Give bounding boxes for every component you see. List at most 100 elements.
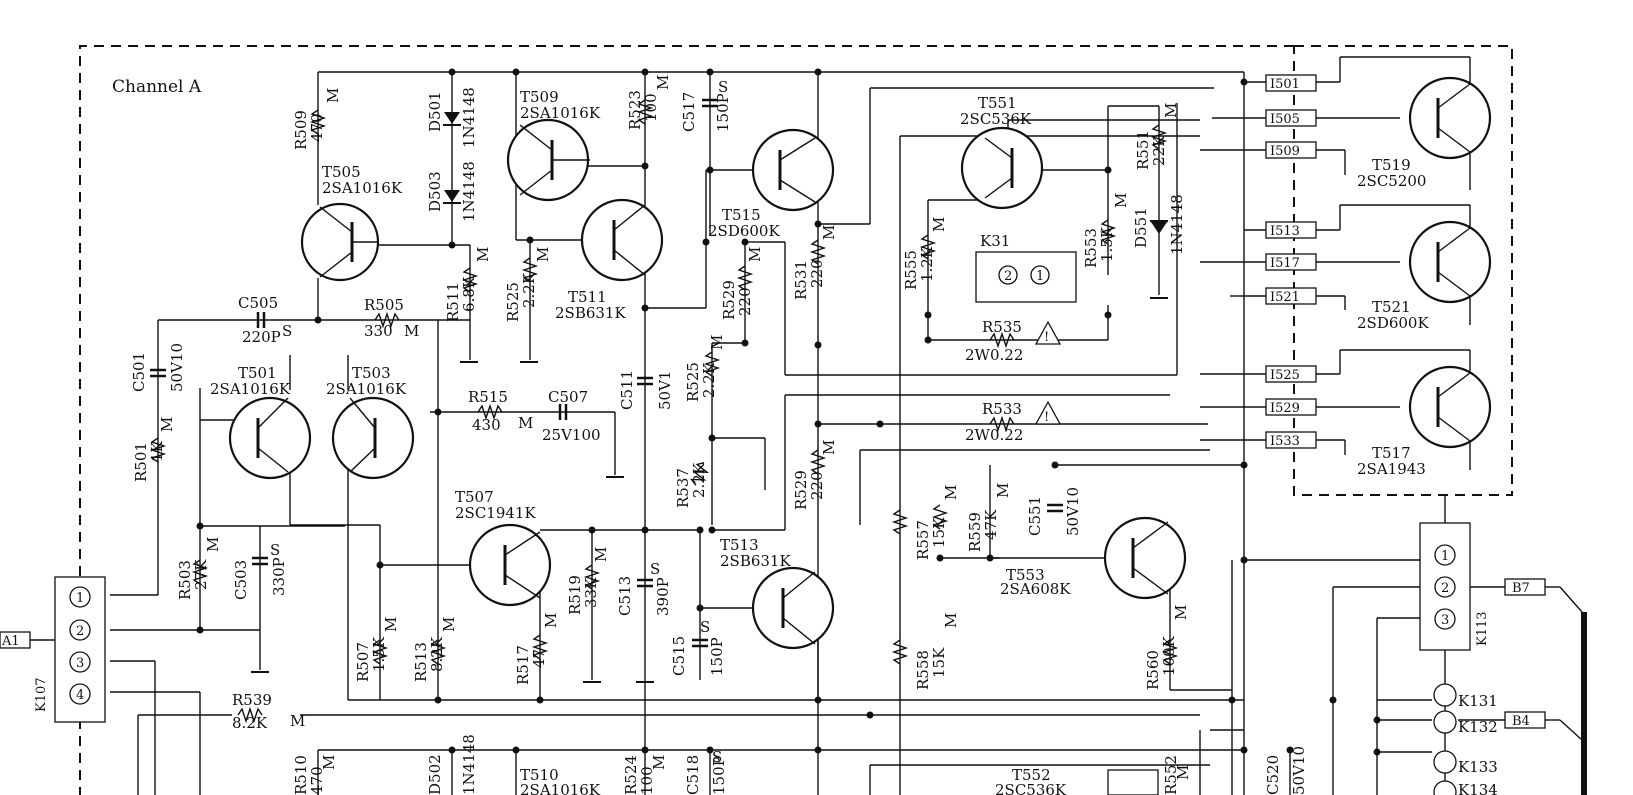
terminal-i509: I509: [1270, 144, 1300, 159]
c517-ref: C517: [680, 92, 698, 132]
t510-part: 2SA1016K: [520, 781, 601, 795]
r557-value: 15K: [930, 517, 948, 548]
r555-tag: M: [930, 217, 948, 232]
r558-ref: R558: [914, 650, 932, 690]
jack-k131: K131: [1458, 692, 1498, 710]
terminal-i513: I513: [1270, 224, 1300, 239]
r535-value: 2W0.22: [965, 346, 1023, 364]
transistor-t513: [751, 566, 835, 650]
r539-value: 8.2K: [232, 714, 268, 732]
ground-symbols: [251, 297, 1168, 683]
r535-ref: R535: [982, 318, 1022, 336]
r515-ref: R515: [468, 388, 508, 406]
r527-ref: R529: [720, 280, 738, 320]
c505-value: 220P: [242, 328, 281, 346]
jack-group: K131 K132 K133 K134: [1433, 683, 1498, 795]
svg-text:!: !: [1044, 330, 1049, 345]
r505-tag: M: [404, 322, 419, 340]
t501-part: 2SA1016K: [210, 380, 291, 398]
r509-tag: M: [324, 88, 342, 103]
c505-ref: C505: [238, 294, 278, 312]
r559-ref: R559: [966, 512, 984, 552]
terminal-i501: I501: [1270, 77, 1300, 92]
transistor-t511: [580, 198, 664, 282]
r553-tag: M: [1112, 193, 1130, 208]
d501-part: 1N4148: [460, 87, 478, 148]
r560-ref: R560: [1144, 650, 1162, 690]
r560-tag: M: [1172, 605, 1190, 620]
d502-ref: D502: [426, 754, 444, 795]
t517-ref: T517: [1372, 444, 1411, 462]
t503-part: 2SA1016K: [326, 380, 407, 398]
r521-tag: M: [534, 247, 552, 262]
t513-ref: T513: [720, 536, 759, 554]
r521-value: 2.2K: [520, 272, 538, 308]
connector-k113: 1 2 3 K113: [1419, 522, 1490, 651]
wiring: [30, 56, 1583, 795]
r559-tag: M: [994, 483, 1012, 498]
r505-ref: R505: [364, 296, 404, 314]
terminal-blocks: I501 I505 I509 I513 I517 I521 I525 I529 …: [1265, 74, 1317, 449]
c503-tag: S: [270, 541, 280, 559]
k107-ref: K107: [34, 677, 49, 712]
r511-ref: R511: [444, 282, 462, 322]
terminal-i517: I517: [1270, 256, 1300, 271]
r557-tag: M: [942, 485, 960, 500]
t505-part: 2SA1016K: [322, 179, 403, 197]
r557-ref: R557: [914, 520, 932, 560]
transistor-t505: [300, 202, 380, 282]
r513-value: 8.2K: [428, 636, 446, 672]
t551-part: 2SC536K: [960, 110, 1032, 128]
bottom-partial-labels: R510 470 M D502 1N4148 R524 100 M C518 1…: [292, 734, 1308, 795]
k31-pin-2: 2: [1004, 269, 1012, 284]
transistor-t515: [751, 128, 835, 212]
r515-tag: M: [518, 414, 533, 432]
t551-ref: T551: [978, 94, 1017, 112]
r509-value: 470: [308, 113, 326, 142]
r517-value: 47: [530, 649, 548, 668]
k31-pin-1: 1: [1036, 269, 1044, 284]
r525-tag: M: [708, 335, 726, 350]
r523-ref: R523: [626, 90, 644, 130]
r552-ref: R552: [1162, 755, 1180, 795]
r527-tag: M: [746, 247, 764, 262]
transistor-t519: [1408, 76, 1492, 160]
jack-k134: K134: [1458, 781, 1498, 795]
c551-value: 50V10: [1064, 487, 1082, 536]
c515-ref: C515: [670, 636, 688, 676]
c518-ref: C518: [684, 755, 702, 795]
jack-k133: K133: [1458, 758, 1498, 776]
r511-value: 6.8K: [460, 276, 478, 312]
r503-ref: R503: [176, 560, 194, 600]
d501-ref: D501: [426, 91, 444, 132]
r525-ref: R525: [684, 362, 702, 402]
r559-value: 47K: [982, 509, 1000, 540]
r539-tag: M: [290, 712, 305, 730]
r529-ref: R529: [792, 470, 810, 510]
r507-tag: M: [382, 617, 400, 632]
r503-value: 27K: [192, 559, 210, 590]
svg-text:B7: B7: [1512, 581, 1530, 596]
t507-part: 2SC1941K: [455, 504, 536, 522]
capacitor-labels: C501 50V10 C503 330P S C505 220P S C507 …: [130, 78, 1082, 676]
t513-part: 2SB631K: [720, 552, 791, 570]
r519-ref: R519: [566, 575, 584, 615]
svg-text:B4: B4: [1512, 714, 1530, 729]
r537-ref: R537: [674, 468, 692, 508]
r531-tag: M: [820, 225, 838, 240]
terminal-i521: I521: [1270, 290, 1300, 305]
channel-label: Channel A: [112, 77, 202, 97]
r503-tag: M: [204, 537, 222, 552]
r525-value: 2.2K: [700, 362, 718, 398]
r515-value: 430: [472, 416, 501, 434]
r551-tag: M: [1162, 103, 1180, 118]
r551-ref: R551: [1134, 130, 1152, 170]
warning-icon: ! !: [1034, 320, 1062, 425]
transistor-t521: [1408, 220, 1492, 304]
terminal-i533: I533: [1270, 434, 1300, 449]
c520-ref: C520: [1264, 755, 1282, 795]
r537-value: 2.2K: [690, 462, 708, 498]
transistor-labels: T505 2SA1016K T509 2SA1016K T511 2SB631K…: [210, 88, 1429, 795]
r507-value: 1.5K: [370, 636, 388, 672]
r501-tag: M: [158, 417, 176, 432]
